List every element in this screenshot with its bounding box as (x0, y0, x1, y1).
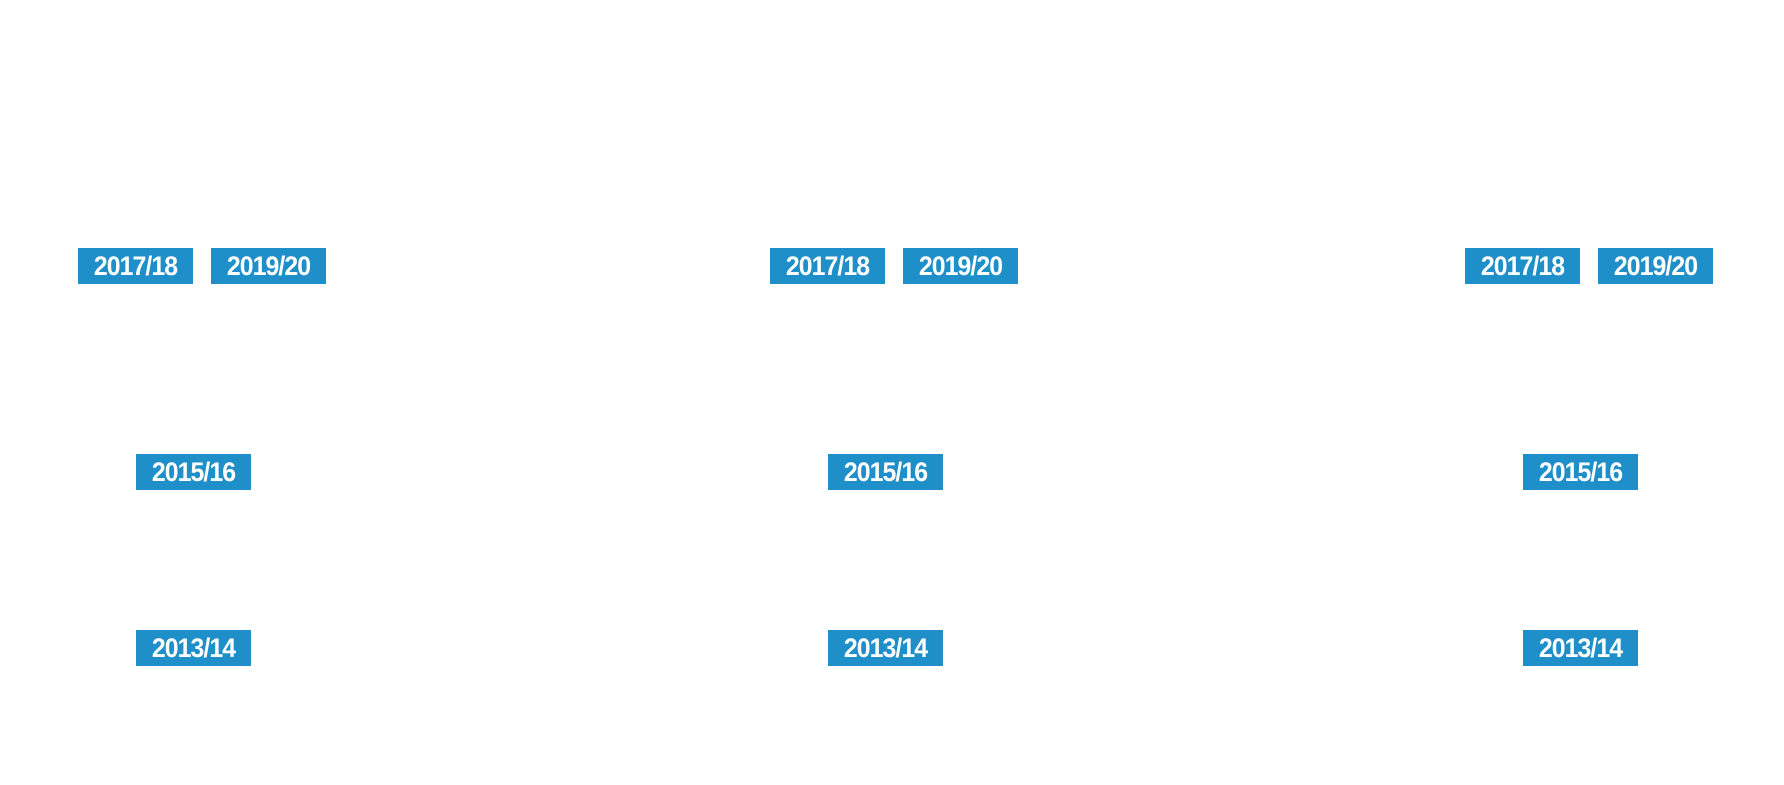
season-tag-2017-18: 2017/18 (770, 248, 885, 284)
season-label-group-3: 2017/18 2019/20 2015/16 2013/14 (1465, 0, 1784, 785)
season-tag-2017-18: 2017/18 (1465, 248, 1580, 284)
season-tag-2019-20: 2019/20 (903, 248, 1018, 284)
season-tag-2019-20: 2019/20 (211, 248, 326, 284)
season-tag-2019-20: 2019/20 (1598, 248, 1713, 284)
season-label-group-1: 2017/18 2019/20 2015/16 2013/14 (78, 0, 458, 785)
season-tag-2013-14: 2013/14 (828, 630, 943, 666)
season-tag-2013-14: 2013/14 (136, 630, 251, 666)
season-tag-2013-14: 2013/14 (1523, 630, 1638, 666)
season-label-group-2: 2017/18 2019/20 2015/16 2013/14 (770, 0, 1150, 785)
season-tag-2017-18: 2017/18 (78, 248, 193, 284)
season-tag-2015-16: 2015/16 (828, 454, 943, 490)
season-tag-2015-16: 2015/16 (136, 454, 251, 490)
season-tag-2015-16: 2015/16 (1523, 454, 1638, 490)
